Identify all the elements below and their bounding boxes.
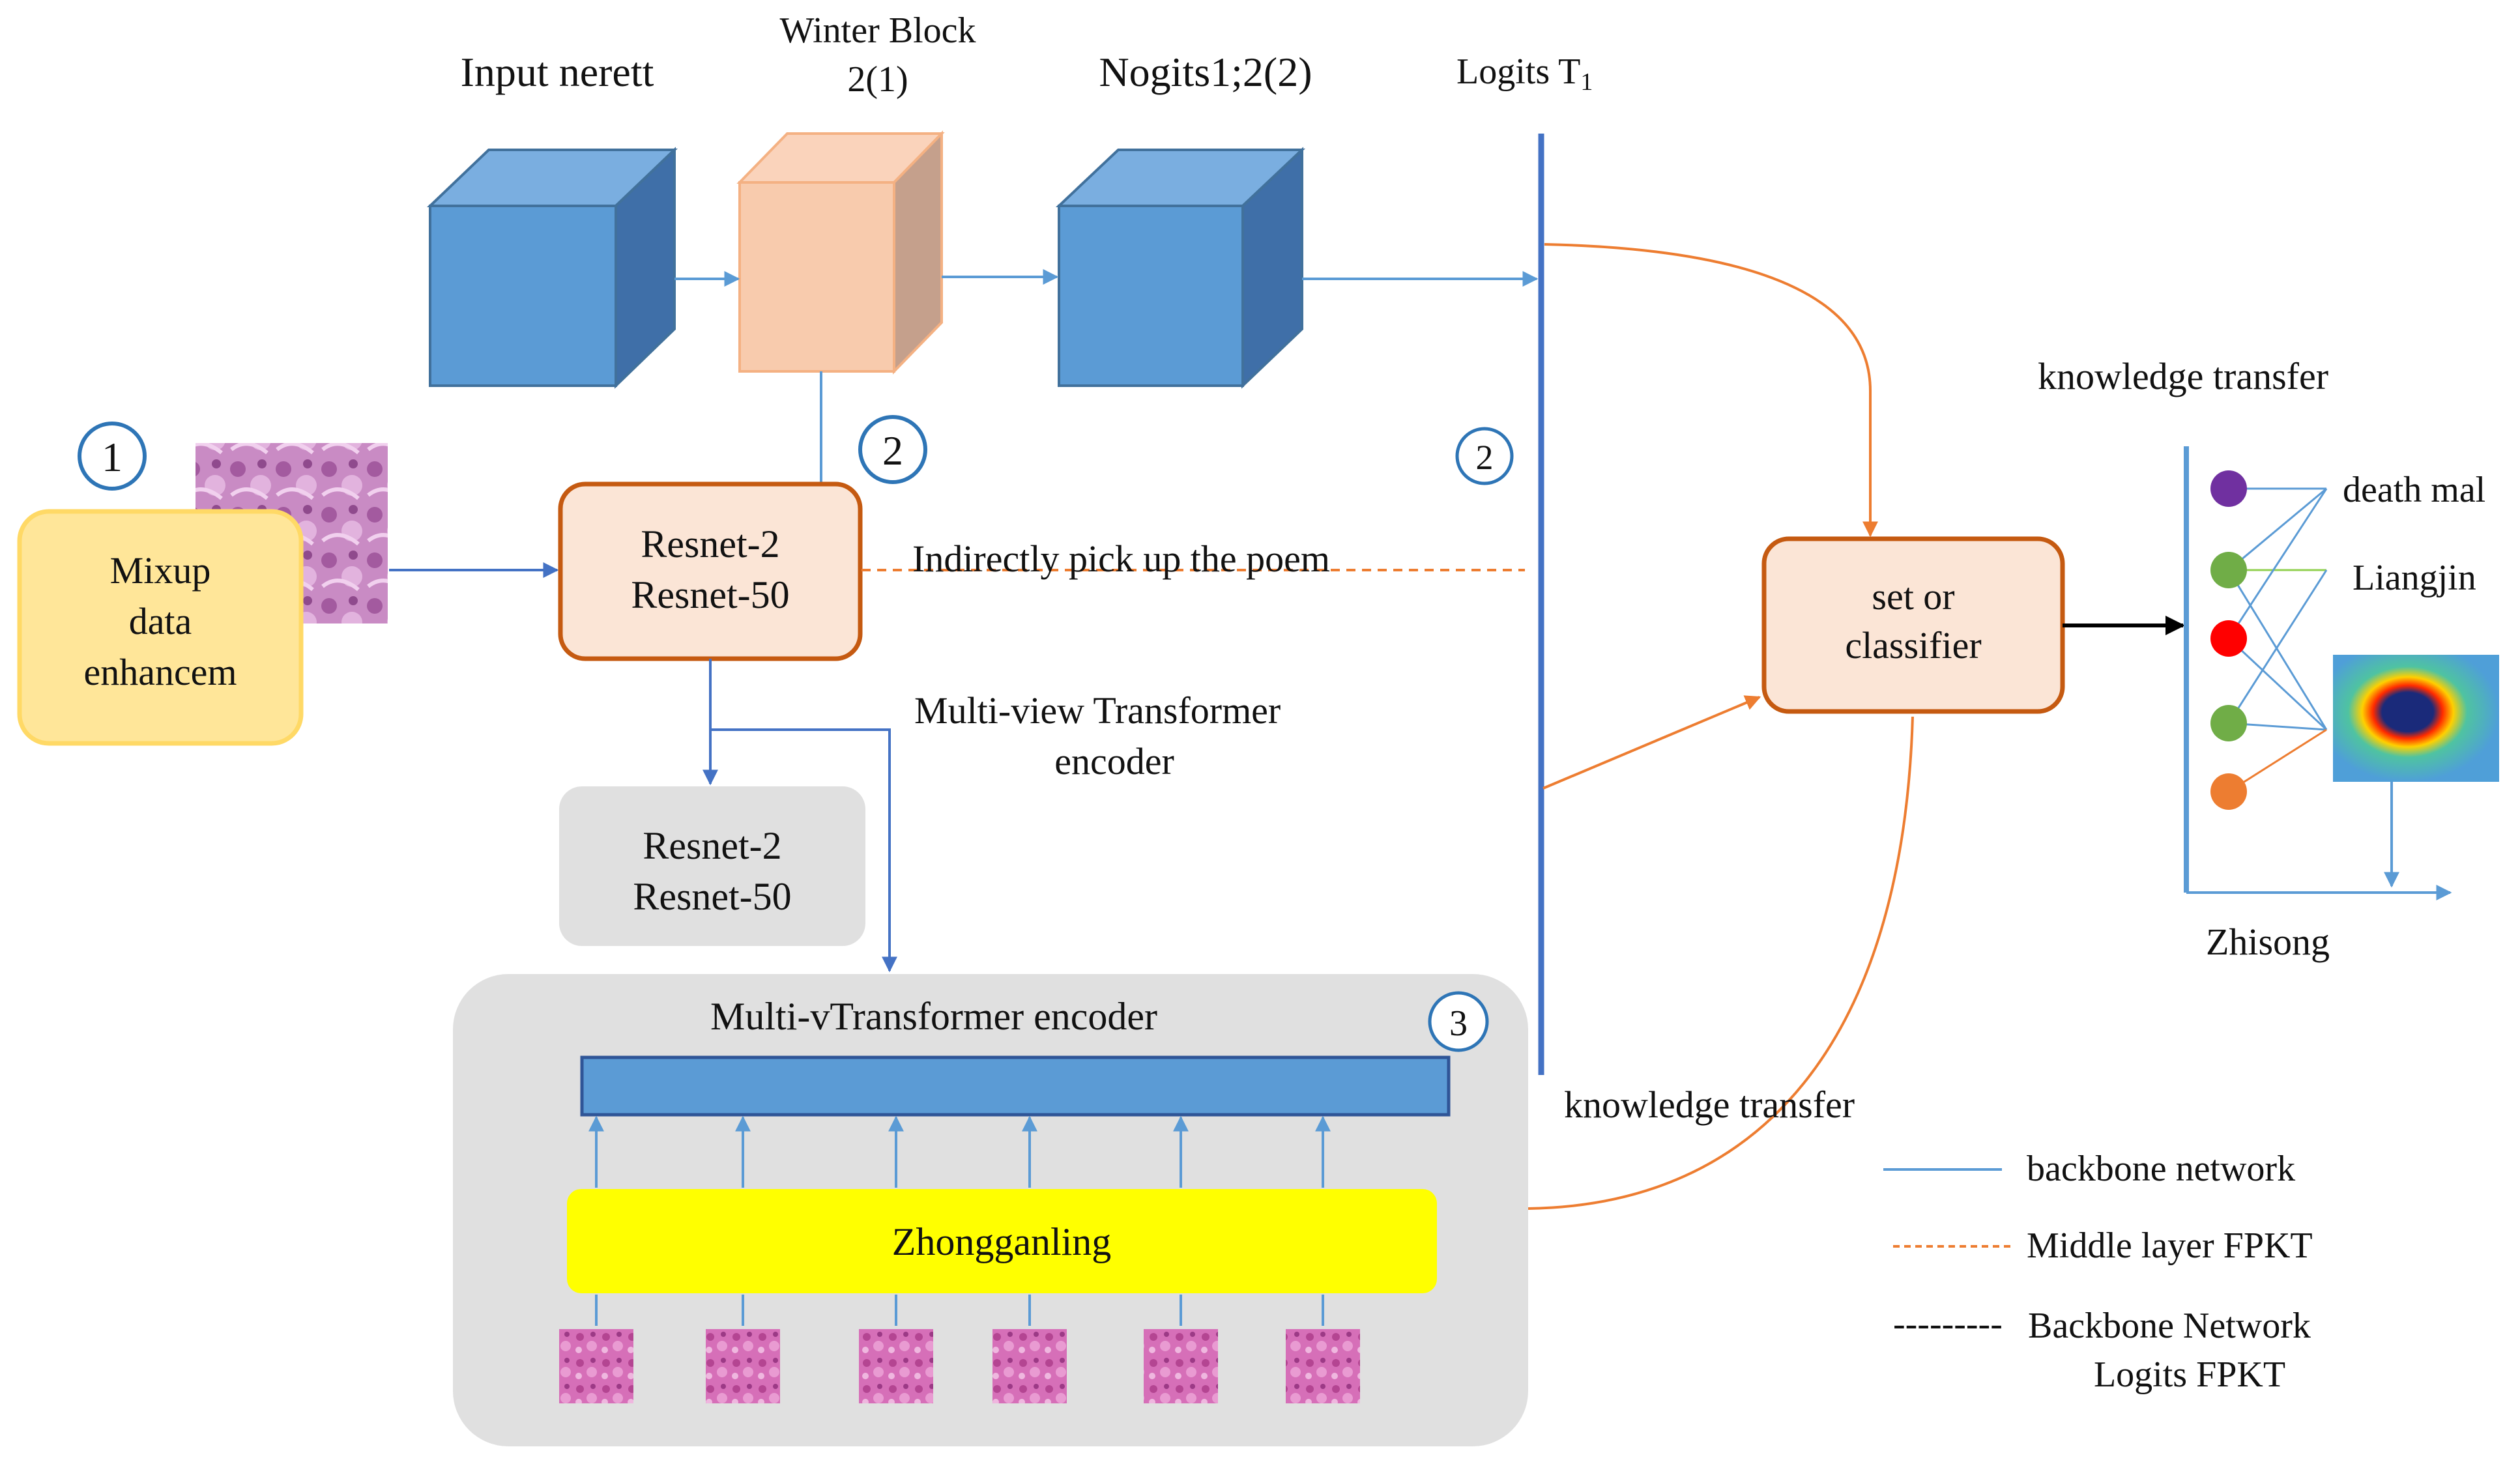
mv-label-line2: encoder: [1054, 740, 1174, 782]
winter-block-label-line2: 2(1): [847, 59, 908, 100]
step-2a-number: 2: [882, 427, 903, 474]
nogits-label: Nogits1;2(2): [1099, 49, 1312, 95]
node-link: [2228, 728, 2327, 793]
node-green-1: [2210, 552, 2247, 588]
node-orange: [2210, 773, 2247, 810]
zhisong-label: Zhisong: [2206, 921, 2330, 963]
tissue-patch: [559, 1329, 633, 1403]
node-link: [2227, 569, 2328, 730]
zhongganling-bar: [567, 1189, 1437, 1293]
kt-bottom-label: knowledge transfer: [1564, 1083, 1855, 1126]
step-2-marker-b: 2: [1455, 427, 1514, 485]
mv-panel-title: Multi-vTransformer encoder: [710, 995, 1157, 1038]
node-red: [2210, 620, 2247, 657]
legend-logits-line1: Backbone Network: [2028, 1306, 2311, 1346]
step-3-number: 3: [1449, 1003, 1468, 1044]
legend-logits-line2: Logits FPKT: [2094, 1354, 2285, 1395]
indirect-label: Indirectly pick up the poem: [912, 538, 1330, 580]
winter-block-cube: [736, 130, 945, 375]
node-link: [2228, 487, 2327, 571]
node-link: [2227, 569, 2328, 724]
liangjin-label: Liangjin: [2353, 558, 2476, 598]
tissue-patch: [706, 1329, 780, 1403]
resnet-gray-box: Resnet-2 Resnet-50: [559, 786, 865, 946]
step-1-marker: 1: [78, 422, 147, 491]
tissue-patch: [1144, 1329, 1218, 1403]
logits-label: Logits T1: [1456, 51, 1593, 96]
input-label: Input nerett: [461, 49, 654, 95]
resnet-top-box: Resnet-2 Resnet-50: [558, 481, 863, 661]
arrow-to-mv-panel: [710, 728, 897, 973]
nogits-cube: [1055, 147, 1306, 389]
step-3-marker: [1428, 991, 1489, 1052]
mixup-line2: data: [129, 600, 192, 642]
node-green-2: [2210, 705, 2247, 741]
resnet-gray-line2: Resnet-50: [633, 875, 791, 918]
logits-label-text: Logits T: [1456, 51, 1580, 92]
orange-curve-panel-to-classifier: [1528, 716, 1914, 1210]
input-cube: [427, 147, 678, 389]
mixup-line3: enhancem: [83, 651, 237, 693]
orange-arrow-lower-to-classifier: [1542, 695, 1761, 790]
logits-subscript: 1: [1580, 68, 1593, 96]
mixup-box: Mixup data enhancem: [17, 509, 304, 746]
kt-top-label: knowledge transfer: [2038, 355, 2328, 397]
mv-transformer-panel: Multi-vTransformer encoder 3 Zhongganlin…: [453, 974, 1528, 1446]
node-link: [2227, 637, 2328, 731]
resnet-gray-line1: Resnet-2: [643, 824, 781, 867]
tissue-patch: [859, 1329, 933, 1403]
classifier-box: set or classifier: [1761, 536, 2065, 714]
legend-logits-swatch: ---------: [1893, 1304, 2003, 1344]
death-label: death mal: [2343, 470, 2485, 510]
mv-label-line1: Multi-view Transformer: [914, 689, 1281, 732]
classifier-line1: set or: [1872, 575, 1954, 618]
resnet-top-line1: Resnet-2: [641, 523, 779, 566]
legend-backbone-label: backbone network: [2027, 1149, 2295, 1189]
zhong-label: Zhongganling: [892, 1220, 1112, 1263]
resnet-top-line2: Resnet-50: [631, 573, 789, 616]
tissue-patch: [992, 1329, 1067, 1403]
node-purple: [2210, 470, 2247, 507]
step-1-number: 1: [102, 434, 123, 480]
tissue-patch: [1286, 1329, 1360, 1403]
encoder-arrows: [588, 1115, 1331, 1326]
orange-curve-logits-to-classifier: [1544, 243, 1878, 538]
winter-block-label-line1: Winter Block: [780, 10, 976, 51]
encoder-bar: [580, 1055, 1451, 1117]
output-panel: death mal Liangjin Zhisong: [2184, 446, 2499, 963]
legend-middle-label: Middle layer FPKT: [2027, 1226, 2313, 1266]
classifier-line2: classifier: [1845, 624, 1981, 666]
heatmap-image: [2333, 655, 2499, 782]
mixup-line1: Mixup: [110, 549, 211, 592]
node-link: [2227, 488, 2328, 639]
step-2-marker-a: 2: [858, 415, 927, 484]
step-2b-number: 2: [1476, 438, 1494, 477]
patch-row: [559, 1329, 1360, 1403]
legend: backbone network Middle layer FPKT -----…: [1883, 1149, 2313, 1395]
